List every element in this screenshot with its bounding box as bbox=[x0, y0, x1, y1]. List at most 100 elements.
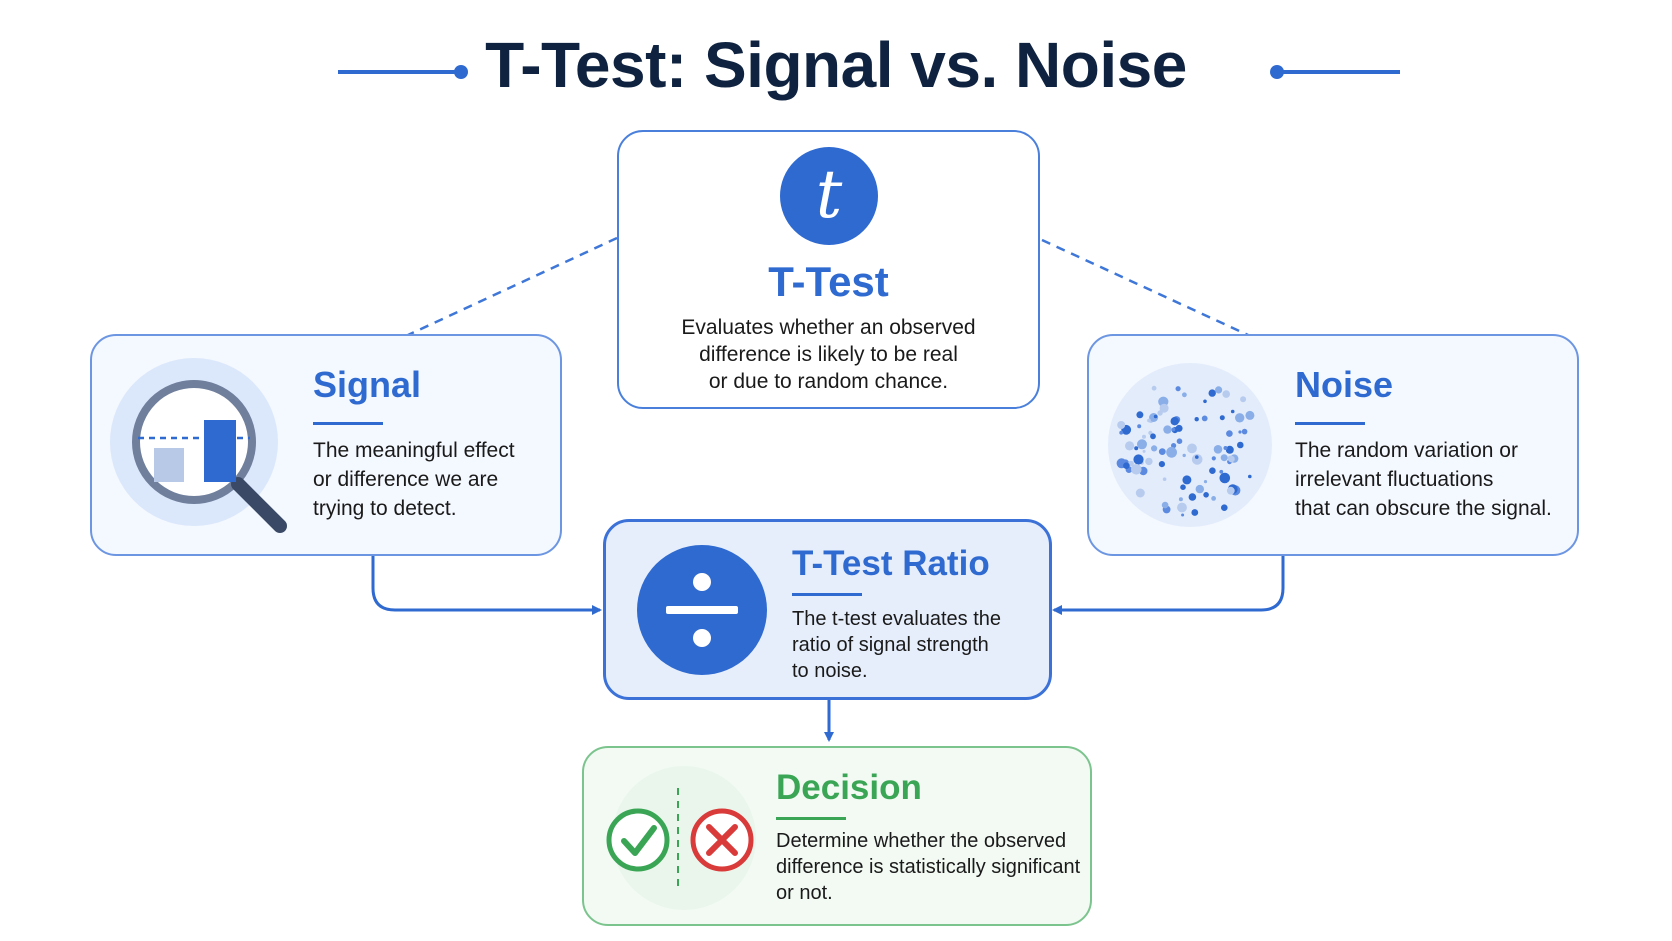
magnifier-bar-chart-icon bbox=[110, 358, 287, 533]
signal-description: The meaningful effect or difference we a… bbox=[313, 439, 515, 520]
noise-dot bbox=[1203, 480, 1208, 484]
ratio-card: T-Test Ratio The t-test evaluates the ra… bbox=[603, 519, 1052, 700]
title-ornament-right bbox=[1270, 65, 1400, 79]
noise-dot bbox=[1219, 469, 1224, 474]
noise-dot bbox=[1145, 457, 1153, 466]
noise-dot bbox=[1182, 453, 1186, 458]
noise-dot bbox=[1241, 428, 1248, 435]
diagram-title: T-Test: Signal vs. Noise bbox=[485, 29, 1187, 101]
noise-dot bbox=[1175, 386, 1181, 392]
noise-dot bbox=[1153, 414, 1158, 419]
noise-dot bbox=[1166, 446, 1177, 458]
noise-dot bbox=[1151, 385, 1157, 391]
decision-card: Decision Determine whether the observed … bbox=[582, 746, 1092, 926]
signal-heading-rule bbox=[313, 422, 383, 425]
noise-dot bbox=[1163, 425, 1172, 434]
noise-dot bbox=[1195, 455, 1199, 459]
noise-dot bbox=[1219, 472, 1231, 484]
noise-dot bbox=[1194, 417, 1199, 422]
ttest-icon-letter: t bbox=[816, 156, 843, 233]
noise-dot bbox=[1187, 443, 1197, 454]
noise-dot bbox=[1151, 445, 1158, 452]
scattered-dots-icon bbox=[1108, 363, 1272, 527]
signal-card: Signal The meaningful effect or differen… bbox=[90, 334, 562, 556]
x-circle-icon bbox=[690, 808, 754, 872]
signal-heading: Signal bbox=[313, 364, 422, 405]
noise-dot bbox=[1195, 484, 1204, 494]
noise-dot bbox=[1171, 443, 1177, 449]
noise-dot bbox=[1191, 509, 1199, 516]
decision-heading-rule bbox=[776, 817, 846, 820]
noise-dot bbox=[1125, 441, 1135, 451]
noise-dot bbox=[1213, 445, 1223, 454]
ttest-icon: t bbox=[780, 147, 878, 245]
divide-icon bbox=[637, 545, 767, 675]
ttest-heading: T-Test bbox=[768, 258, 889, 305]
noise-dot bbox=[1133, 454, 1144, 465]
noise-dot bbox=[1162, 477, 1167, 481]
noise-dot bbox=[1188, 493, 1197, 501]
noise-dot bbox=[1203, 399, 1207, 404]
noise-dot bbox=[1157, 410, 1163, 416]
noise-dot bbox=[1211, 456, 1216, 461]
noise-heading: Noise bbox=[1295, 364, 1394, 405]
noise-dot bbox=[1178, 497, 1183, 502]
noise-dot bbox=[1170, 417, 1179, 426]
arrow-signal-to-ratio bbox=[371, 556, 602, 615]
noise-dot bbox=[1248, 474, 1252, 479]
noise-dot bbox=[1245, 410, 1255, 420]
decision-icons bbox=[606, 766, 756, 910]
noise-dot bbox=[1215, 386, 1223, 394]
noise-dot bbox=[1136, 411, 1144, 419]
ratio-description: The t-test evaluates the ratio of signal… bbox=[792, 608, 1002, 682]
noise-dot bbox=[1135, 488, 1145, 498]
check-circle-icon bbox=[606, 808, 670, 872]
noise-dot bbox=[1134, 446, 1139, 451]
noise-dot bbox=[1131, 464, 1142, 475]
noise-dot bbox=[1180, 484, 1186, 490]
ttest-description: Evaluates whether an observed difference… bbox=[681, 316, 976, 393]
noise-dot bbox=[1150, 433, 1156, 440]
dashed-link-signal bbox=[407, 236, 618, 337]
noise-dot bbox=[1181, 513, 1185, 517]
noise-dot bbox=[1220, 454, 1228, 462]
noise-dot bbox=[1226, 486, 1235, 495]
noise-dot bbox=[1182, 475, 1192, 485]
noise-dot bbox=[1211, 496, 1216, 501]
noise-dot bbox=[1225, 445, 1234, 454]
noise-description: The random variation or irrelevant fluct… bbox=[1295, 439, 1552, 520]
noise-dot bbox=[1158, 461, 1165, 468]
noise-dot bbox=[1223, 446, 1228, 450]
ratio-heading-rule bbox=[792, 593, 862, 596]
noise-dot bbox=[1171, 427, 1176, 432]
noise-dot bbox=[1147, 418, 1151, 423]
noise-heading-rule bbox=[1295, 422, 1365, 425]
noise-dot bbox=[1142, 449, 1146, 453]
noise-dot bbox=[1237, 441, 1244, 449]
noise-dot bbox=[1159, 403, 1169, 413]
noise-dot bbox=[1119, 430, 1124, 435]
noise-dot-group bbox=[1116, 385, 1255, 517]
noise-dot bbox=[1191, 454, 1203, 465]
noise-dot bbox=[1222, 390, 1230, 398]
noise-dot bbox=[1123, 462, 1130, 469]
noise-dot bbox=[1201, 415, 1208, 422]
decision-description: Determine whether the observed differenc… bbox=[776, 830, 1081, 904]
noise-dot bbox=[1177, 502, 1187, 513]
noise-dot bbox=[1182, 392, 1187, 398]
noise-dot bbox=[1208, 389, 1216, 397]
noise-dot bbox=[1227, 455, 1234, 462]
noise-dot bbox=[1117, 421, 1126, 429]
dashed-link-noise bbox=[1041, 238, 1249, 337]
title-ornament-left bbox=[338, 65, 468, 79]
arrow-noise-to-ratio bbox=[1052, 556, 1285, 615]
noise-dot bbox=[1221, 504, 1228, 511]
noise-dot bbox=[1137, 424, 1142, 429]
noise-dot bbox=[1176, 438, 1183, 444]
noise-dot bbox=[1161, 501, 1169, 509]
noise-dot bbox=[1158, 448, 1166, 455]
noise-dot bbox=[1142, 434, 1146, 439]
noise-card: Noise The random variation or irrelevant… bbox=[1087, 334, 1579, 556]
noise-dot bbox=[1230, 409, 1235, 414]
